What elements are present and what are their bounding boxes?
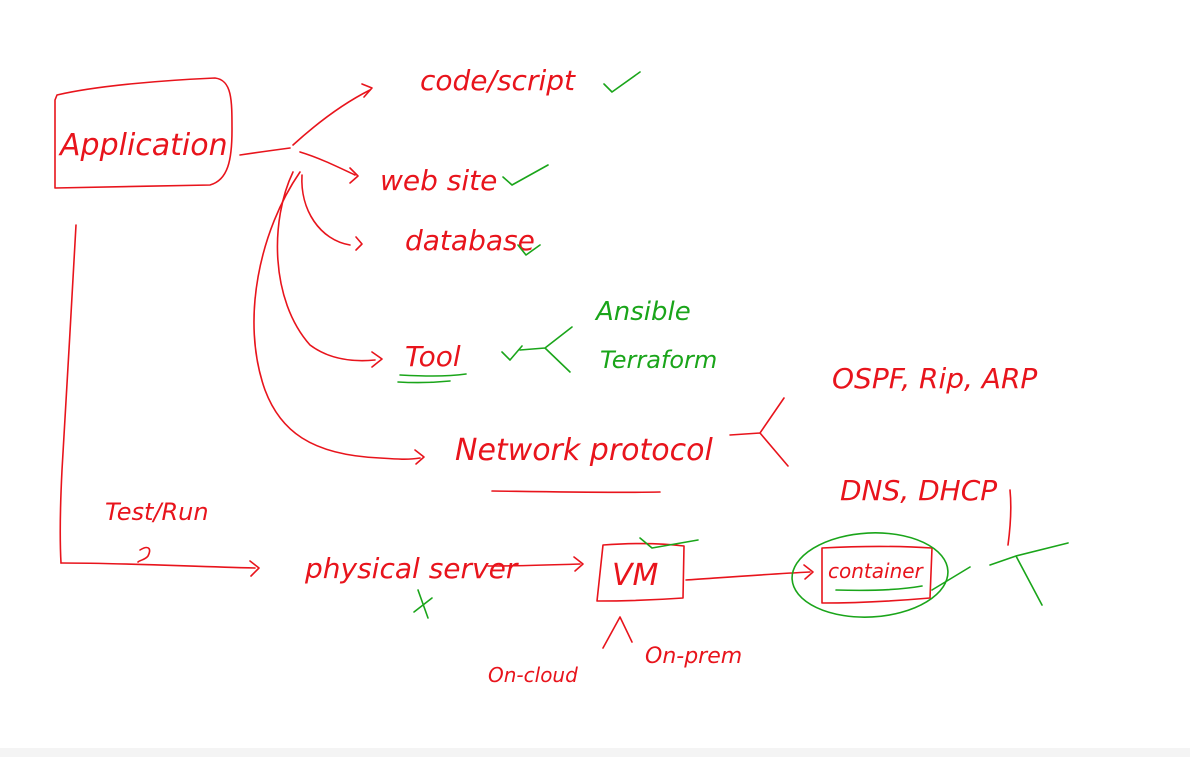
test-run-horizontal (60, 562, 256, 569)
database-label: database (405, 224, 535, 257)
branch-tool (276, 171, 376, 362)
container-underline (835, 585, 923, 592)
arrowhead-vm (573, 556, 584, 572)
terraform-label: Terraform (600, 346, 717, 374)
test-run-vertical (59, 224, 77, 564)
container-label: container (828, 559, 925, 583)
code-script-label: code/script (420, 64, 576, 97)
arrowhead-container (803, 564, 814, 580)
check-tool (501, 345, 523, 361)
footer-strip (0, 748, 1190, 757)
network-underline (491, 490, 661, 494)
routing-protocols-label: OSPF, Rip, ARP (832, 362, 1037, 395)
arrowhead-database (355, 236, 363, 251)
test-run-label: Test/Run (105, 498, 209, 526)
application-box (54, 77, 233, 189)
check-website (502, 164, 549, 186)
branch-network (253, 171, 421, 460)
arrowhead-tool (371, 351, 383, 368)
tool-fork (519, 326, 573, 373)
container-circle (791, 532, 949, 618)
tool-label: Tool (405, 340, 461, 373)
website-label: web site (380, 164, 497, 197)
check-code-script (603, 71, 641, 93)
arrowhead-network (414, 449, 425, 465)
check-database (517, 244, 541, 256)
arrowhead-physical-server (249, 560, 260, 577)
container-box (821, 545, 933, 604)
on-cloud-label: On-cloud (488, 663, 578, 687)
arrowhead-website (349, 167, 359, 184)
physical-server-label: physical server (304, 552, 519, 585)
test-run-tick (137, 546, 151, 563)
vm-label: VM (612, 558, 659, 593)
app-to-hub-line (239, 147, 291, 156)
branch-website (299, 151, 356, 176)
cross-physical-server (413, 589, 433, 619)
network-protocol-label: Network protocol (455, 433, 713, 468)
check-vm (639, 537, 699, 549)
on-prem-label: On-prem (645, 644, 742, 669)
tool-underline (397, 373, 467, 384)
server-to-vm-line (487, 563, 581, 567)
vm-to-container-line (685, 571, 811, 581)
dns-to-container-tick (1007, 489, 1012, 546)
container-fork (931, 542, 1069, 606)
vm-box (596, 542, 685, 602)
dns-dhcp-label: DNS, DHCP (840, 474, 997, 507)
arrowhead-code-script (361, 83, 373, 98)
vm-source-caret (602, 616, 633, 649)
branch-code-script (292, 89, 371, 146)
network-fork (729, 397, 789, 467)
ansible-label: Ansible (594, 297, 691, 327)
application-label: Application (58, 128, 228, 163)
branch-database (301, 174, 351, 246)
